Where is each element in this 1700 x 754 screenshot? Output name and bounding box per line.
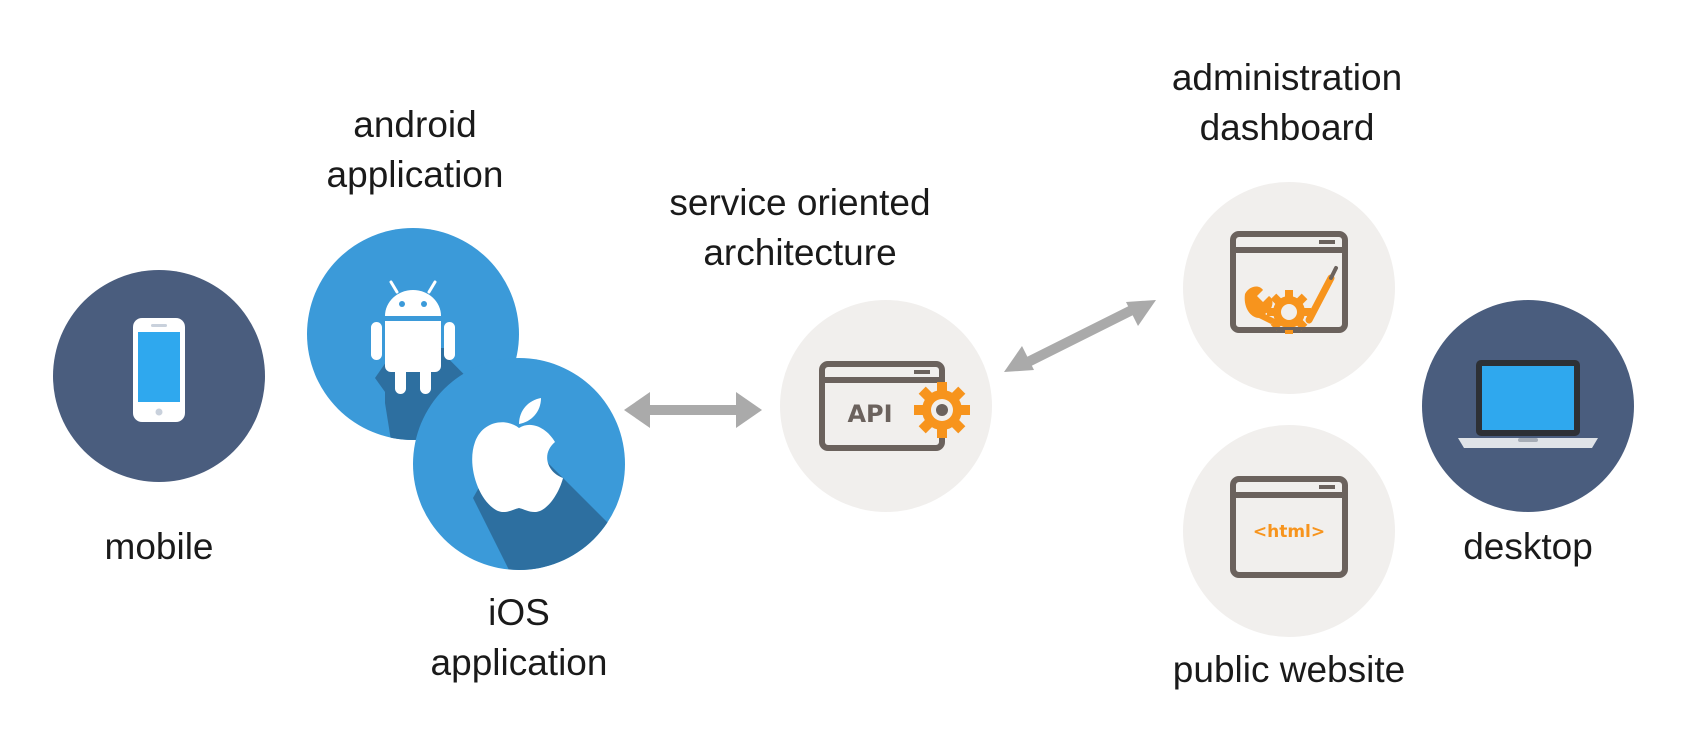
dashboard-tools-window-icon (1230, 231, 1348, 334)
admin-label: administration dashboard (1171, 57, 1403, 148)
apple-logo-icon (472, 398, 625, 570)
desktop-node (1422, 300, 1634, 512)
ios-node (413, 358, 625, 570)
website-label: public website (1172, 649, 1406, 690)
soa-node: API (780, 300, 992, 512)
android-label: android application (326, 104, 504, 195)
mobile-node (53, 270, 265, 482)
website-node: <html> (1183, 425, 1395, 637)
desktop-label: desktop (1463, 526, 1593, 567)
ios-label: iOS application (430, 592, 608, 683)
double-headed-arrow-icon (624, 392, 762, 428)
api-text: API (847, 400, 892, 428)
laptop-icon (1458, 360, 1598, 448)
mobile-label: mobile (104, 526, 214, 567)
smartphone-icon (133, 318, 185, 422)
double-headed-arrow-icon (1004, 300, 1156, 372)
html-text: <html> (1253, 522, 1325, 542)
admin-node (1183, 182, 1395, 394)
html-window-icon: <html> (1230, 476, 1348, 578)
soa-label: service oriented architecture (669, 182, 931, 273)
api-window-gear-icon: API (819, 361, 974, 451)
